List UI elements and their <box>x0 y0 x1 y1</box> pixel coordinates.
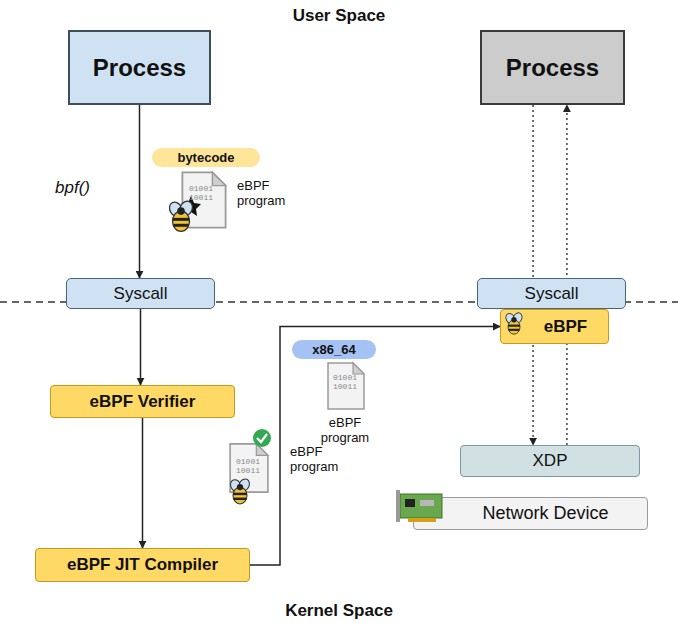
dotted-flow-arrow <box>566 105 567 445</box>
syscall-box: Syscall <box>66 278 215 309</box>
node-text: Network Device <box>482 503 608 524</box>
jit-compiler-box: eBPF JIT Compiler <box>35 548 250 582</box>
node-text: Syscall <box>525 284 579 304</box>
flow-arrow <box>139 105 141 278</box>
program-label: eBPF program <box>237 178 285 208</box>
program-label: eBPF program <box>290 444 338 474</box>
label-box: Kernel Space <box>0 601 678 621</box>
verified-document-icon <box>228 429 271 504</box>
syscall-box: Syscall <box>477 278 626 309</box>
format-pill: bytecode <box>152 148 260 167</box>
ebpf-hook-box: eBPF <box>500 309 609 344</box>
label-box: User Space <box>0 6 678 26</box>
node-text: Process <box>506 54 599 82</box>
process-box: Process <box>480 30 625 105</box>
label-box: 01001 10011 <box>236 458 266 476</box>
process-box: Process <box>68 30 211 105</box>
binary-digits: 01001 10011 <box>189 184 213 202</box>
label-box: 01001 10011 <box>333 374 363 392</box>
node-text: Syscall <box>114 284 168 304</box>
label-box: eBPF program <box>290 445 354 475</box>
node-text: eBPF Verifier <box>90 392 196 412</box>
dotted-flow-arrow <box>532 105 533 445</box>
xdp-box: XDP <box>460 445 640 477</box>
label-box: 01001 10011 <box>189 185 219 203</box>
flow-arrow <box>140 309 142 385</box>
binary-digits: 01001 10011 <box>333 373 357 391</box>
network-device-box: Network Device <box>413 497 648 530</box>
node-text: Process <box>93 54 186 82</box>
network-card-icon <box>396 490 442 522</box>
x86-document-icon <box>328 363 364 409</box>
syscall-name: bpf() <box>55 178 90 197</box>
label-box: eBPF program <box>237 179 301 209</box>
node-text: x86_64 <box>312 342 355 357</box>
node-text: bytecode <box>177 150 234 165</box>
region-heading: User Space <box>293 6 386 25</box>
format-pill: x86_64 <box>292 340 376 359</box>
verifier-box: eBPF Verifier <box>50 385 235 418</box>
bytecode-document-icon <box>167 172 226 231</box>
node-text: eBPF JIT Compiler <box>67 555 218 575</box>
flow-arrow <box>142 418 144 548</box>
ebpf-bee-icon <box>504 311 524 334</box>
program-label: eBPF program <box>321 415 369 445</box>
node-text: eBPF <box>544 317 587 337</box>
label-box: eBPF program <box>312 416 378 446</box>
node-text: XDP <box>533 451 568 471</box>
binary-digits: 01001 10011 <box>236 457 260 475</box>
label-box: bpf() <box>55 178 115 198</box>
region-heading: Kernel Space <box>285 601 393 620</box>
